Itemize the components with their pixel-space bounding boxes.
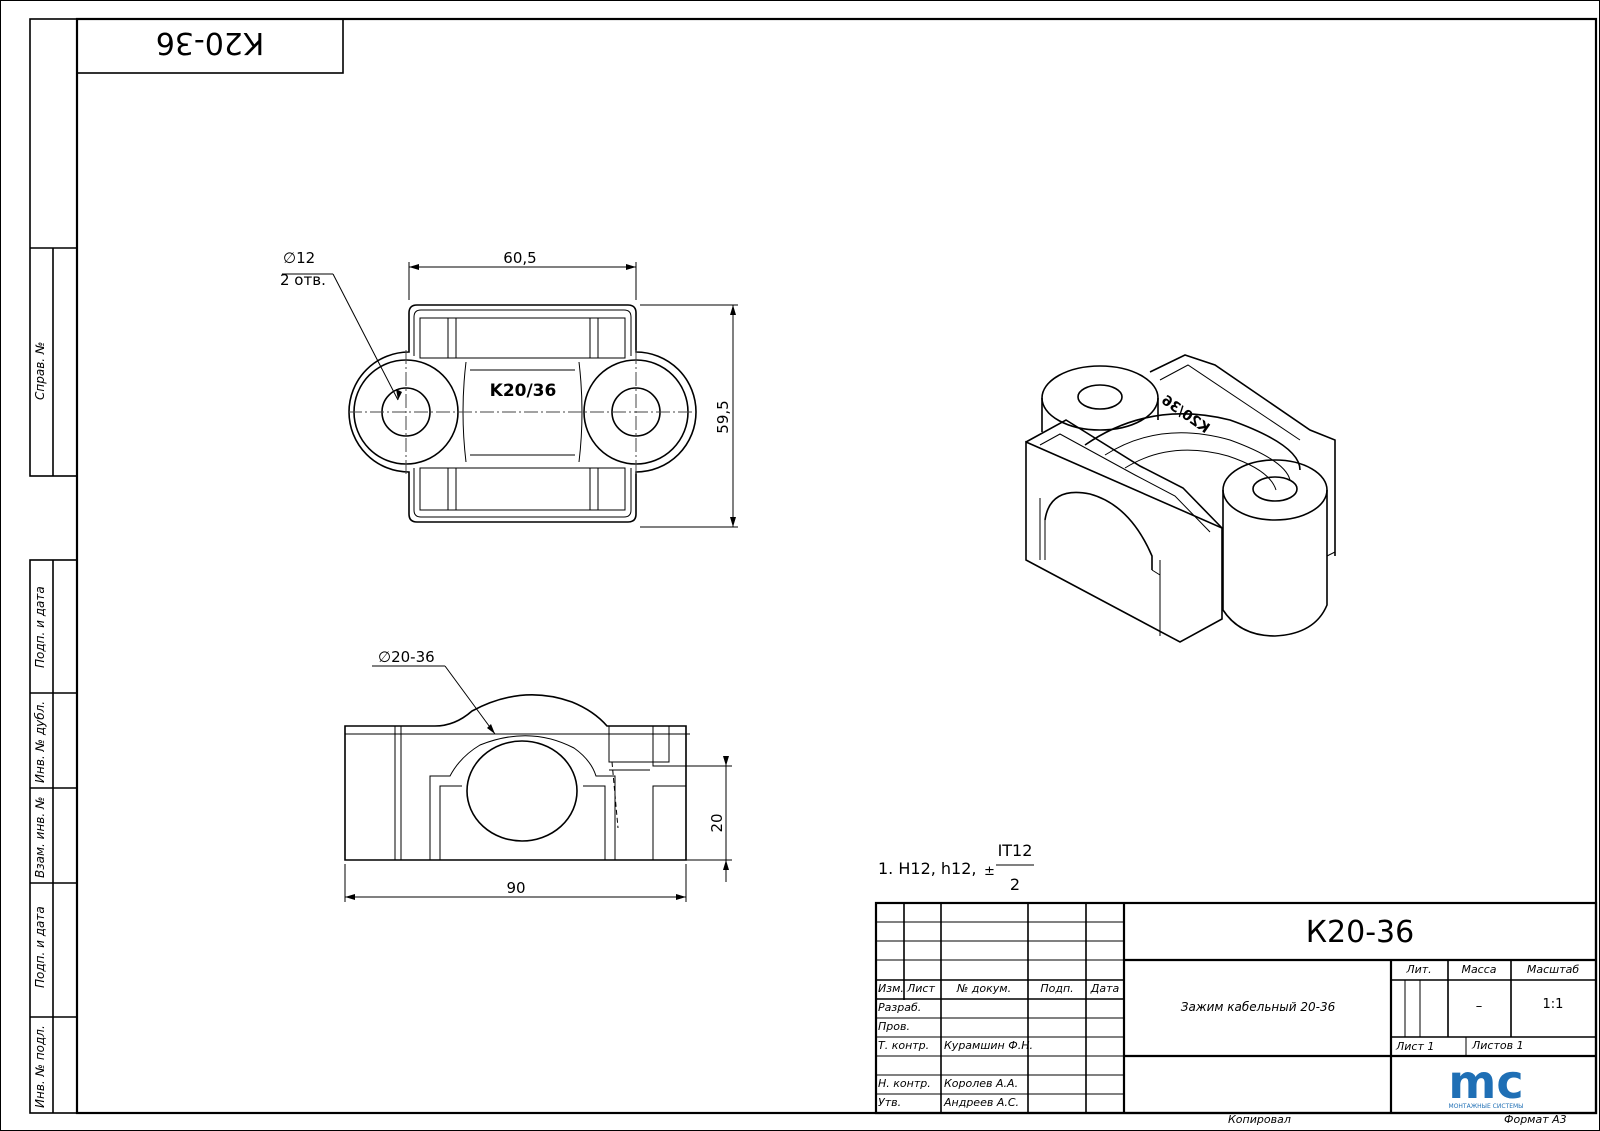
front-cable-dia: ∅20-36 [378,648,435,666]
designation: К20-36 [1306,915,1414,950]
strip-inv-dubl: Инв. № дубл. [33,701,47,783]
logo-mark: mc [1448,1055,1523,1109]
tolerance-note: 1. H12, h12, ± IT12 2 [878,841,1034,894]
hdr-data: Дата [1090,982,1120,995]
top-view: K20/36 60,5 59,5 ∅12 2 отв. [280,249,738,528]
mass-value: – [1476,999,1483,1014]
corner-stamp: К20-36 [76,18,344,74]
note-denominator: 2 [1010,875,1020,894]
top-hole-count: 2 отв. [280,271,326,289]
role-n-kontr: Н. контр. [878,1077,931,1090]
lit-label: Лит. [1405,963,1431,976]
strip-podp-data-1: Подп. и дата [33,586,47,668]
corner-stamp-text: К20-36 [156,25,264,60]
strip-inv-podl: Инв. № подл. [33,1025,47,1108]
person-n-kontr: Королев А.А. [944,1077,1018,1090]
front-view: ∅20-36 20 90 [344,648,732,902]
hdr-list: Лист [906,982,935,995]
front-length-dim: 90 [506,879,525,897]
scale-label: Масштаб [1527,963,1579,976]
strip-podp-data-2: Подп. и дата [33,906,47,988]
scale-value: 1:1 [1543,997,1564,1012]
mass-label: Масса [1461,963,1496,976]
front-height-dim: 20 [708,813,726,832]
isometric-view: K20/36 [1025,354,1336,643]
logo-caption: МОНТАЖНЫЕ СИСТЕМЫ [1449,1103,1524,1110]
top-view-marking: K20/36 [490,381,557,401]
hdr-podp: Подп. [1040,982,1073,995]
top-width-dim: 60,5 [503,249,536,267]
sheet-number: Лист 1 [1395,1040,1434,1053]
strip-vzam-inv: Взам. инв. № [33,797,47,878]
company-logo: mc МОНТАЖНЫЕ СИСТЕМЫ [1448,1055,1523,1110]
sheet-count: Листов 1 [1471,1039,1524,1052]
top-hole-dia: ∅12 [283,249,315,267]
note-prefix: 1. H12, h12, [878,859,977,878]
role-utv: Утв. [878,1096,901,1109]
product-name: Зажим кабельный 20-36 [1181,1000,1336,1014]
strip-sprav-no: Справ. № [33,342,47,400]
note-numerator: IT12 [998,841,1033,860]
top-height-dim: 59,5 [714,400,732,433]
role-prov: Пров. [878,1020,910,1033]
role-t-kontr: Т. контр. [878,1039,929,1052]
hdr-izm: Изм. [878,982,904,995]
hdr-docum: № докум. [956,982,1011,995]
note-pm: ± [984,864,995,879]
person-t-kontr: Курамшин Ф.Н. [944,1039,1033,1052]
title-block [874,901,1598,1115]
role-razrab: Разраб. [878,1001,921,1014]
person-utv: Андреев А.С. [943,1096,1019,1109]
footer-format: Формат А3 [1504,1113,1567,1126]
footer-kopiroval: Копировал [1228,1113,1291,1126]
